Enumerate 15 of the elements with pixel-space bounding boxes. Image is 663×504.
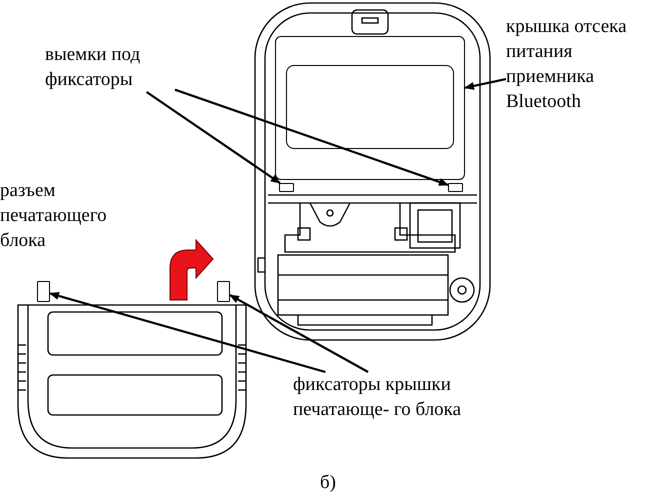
latch-notch bbox=[279, 183, 294, 192]
figure-caption: б) bbox=[320, 471, 336, 495]
leader-line bbox=[174, 88, 449, 186]
latch-tab bbox=[37, 281, 50, 302]
leader-line bbox=[49, 292, 326, 374]
compartment-cover bbox=[275, 36, 465, 180]
callout-text: крышка отсека питания приемника Bluetooth bbox=[506, 14, 648, 114]
latch-notch bbox=[448, 183, 463, 192]
leader-line bbox=[146, 91, 281, 184]
callout-text: фиксаторы крышки печатающе- го блока bbox=[293, 372, 533, 422]
leader-line bbox=[464, 78, 506, 90]
callout-text: выемки под фиксаторы bbox=[45, 42, 175, 92]
part-label: разъем печатающего блока bbox=[0, 179, 108, 253]
leader-line bbox=[229, 294, 369, 373]
latch-tab bbox=[217, 281, 230, 302]
